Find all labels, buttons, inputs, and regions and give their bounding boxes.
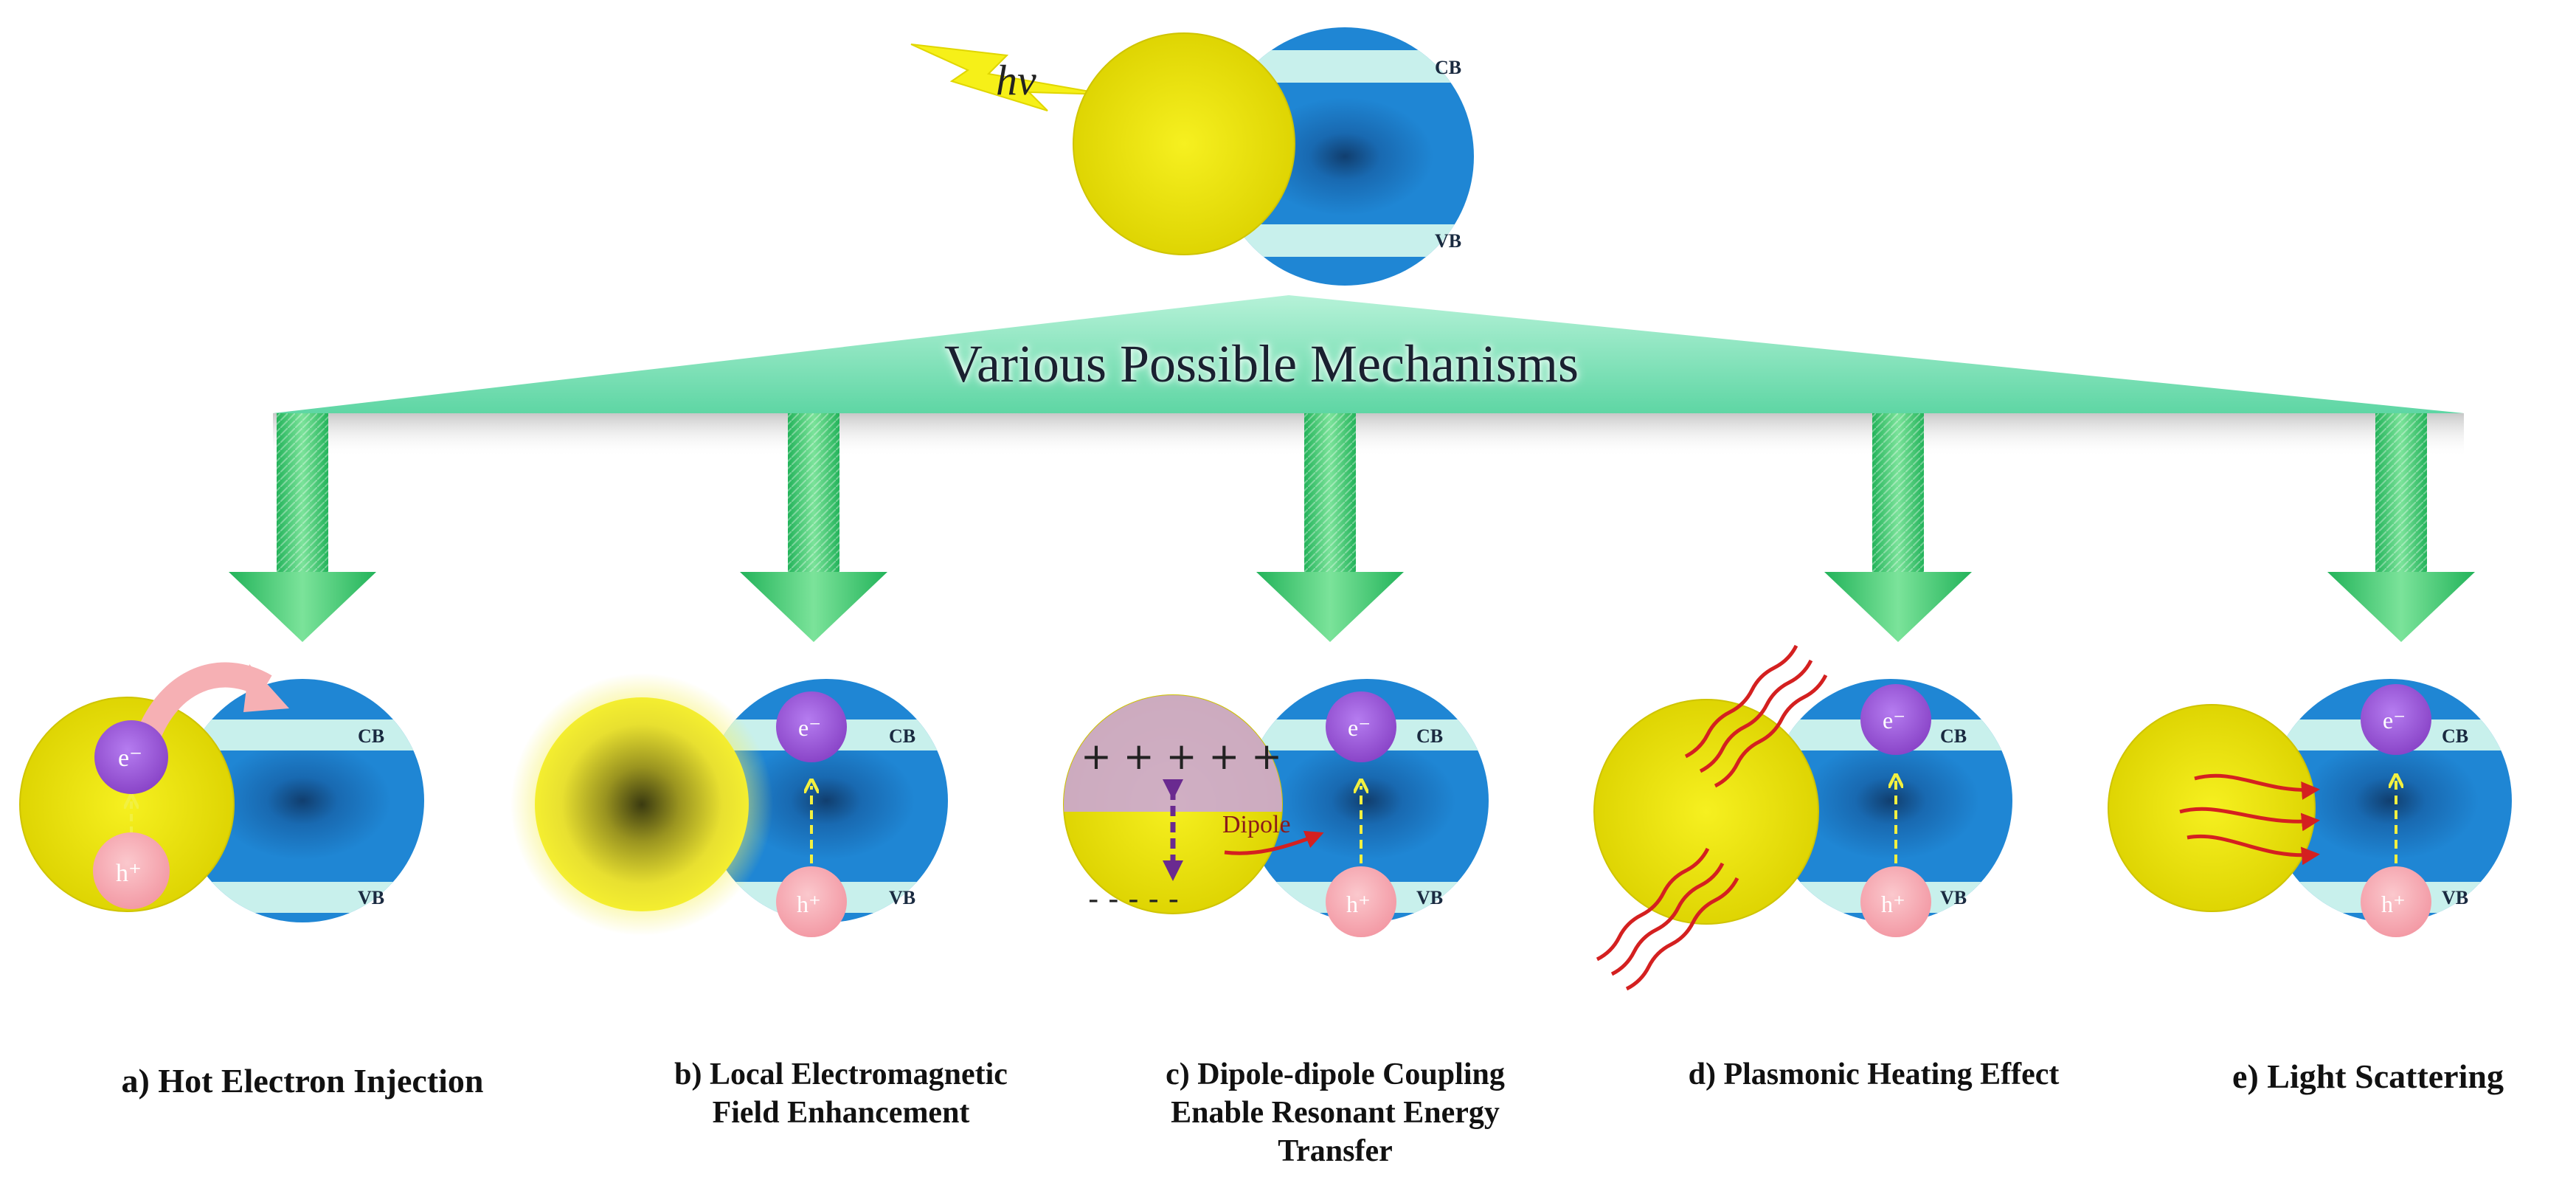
hole-label-d: h⁺	[1881, 891, 1905, 917]
hole-label-b: h⁺	[797, 891, 821, 917]
panel-b-local-field-enhancement: CB VB e⁻ h⁺	[510, 673, 948, 937]
panel-c-dipole-coupling: CB VB e⁻ h⁺ + + + + + - - - - - Dipole	[1063, 679, 1489, 937]
electron-c	[1326, 691, 1396, 762]
panel-e-light-scattering: CB VB e⁻ h⁺	[2108, 679, 2512, 937]
hole-label-c: h⁺	[1346, 891, 1371, 917]
hole-e	[2361, 866, 2431, 937]
positive-charge-cloud-c	[1064, 695, 1282, 812]
vb-label-b: VB	[889, 887, 915, 908]
cb-label: CB	[1435, 57, 1461, 78]
panel-d-plasmonic-heating: CB VB e⁻ h⁺	[1593, 644, 2012, 991]
vb-label: VB	[1435, 230, 1461, 252]
arrow-to-c	[1256, 413, 1404, 642]
top-hybrid: hν CB VB	[910, 27, 1474, 286]
semiconductor-a: CB VB	[181, 679, 424, 922]
cb-label-c: CB	[1416, 725, 1443, 747]
plus-charges-c: + + + + +	[1081, 735, 1282, 778]
cb-label-e: CB	[2442, 725, 2468, 747]
caption-c-line-2: Enable Resonant Energy	[1171, 1096, 1500, 1130]
electron-e	[2361, 684, 2431, 755]
electron-b	[776, 691, 847, 762]
photon-label: hν	[996, 56, 1036, 104]
lightning-bolt-icon	[910, 44, 1107, 111]
vb-label-d: VB	[1940, 887, 1967, 908]
caption-d: d) Plasmonic Heating Effect	[1623, 1055, 2125, 1094]
arrow-to-d	[1824, 413, 1972, 642]
arrow-to-e	[2327, 413, 2475, 642]
cb-label-b: CB	[889, 725, 915, 747]
arrow-to-b	[740, 413, 887, 642]
metal-nanoparticle-b	[535, 697, 749, 911]
green-arrows	[229, 413, 2475, 642]
electron-label-c: e⁻	[1348, 714, 1371, 741]
scattered-light-e	[2179, 773, 2320, 866]
hole-a	[93, 832, 170, 909]
hole-c	[1326, 866, 1396, 937]
panel-a-hot-electron-injection: CB VB e⁻ h⁺	[19, 662, 424, 922]
electron-label-a: e⁻	[118, 745, 142, 772]
semiconductor-b: CB VB e⁻ h⁺	[704, 679, 948, 937]
semiconductor-c: CB VB e⁻ h⁺	[1245, 679, 1489, 937]
injection-arrowhead-a	[243, 664, 289, 712]
energy-transfer-arrow-c	[1224, 830, 1324, 855]
electron-label-d: e⁻	[1883, 707, 1905, 734]
heat-waves-top-d	[1684, 644, 1828, 788]
metal-nanoparticle-d	[1593, 699, 1819, 925]
minus-charges-c: - - - - -	[1088, 883, 1179, 917]
electron-label-b: e⁻	[798, 714, 821, 741]
semiconductor-e: CB VB e⁻ h⁺	[2268, 679, 2512, 937]
hole-d	[1860, 866, 1931, 937]
cb-label-a: CB	[358, 725, 384, 747]
dipole-label-c: Dipole	[1222, 811, 1291, 838]
caption-c-line-1: c) Dipole-dipole Coupling	[1166, 1057, 1505, 1091]
mechanisms-banner	[273, 295, 2464, 458]
caption-c-line-3: Transfer	[1278, 1134, 1393, 1168]
caption-b-line-1: b) Local Electromagnetic	[674, 1057, 1008, 1091]
cb-label-d: CB	[1940, 725, 1967, 747]
arrow-to-a	[229, 413, 376, 642]
electron-d	[1860, 684, 1931, 755]
top-metal-nanoparticle	[1073, 32, 1295, 255]
vb-label-c: VB	[1416, 887, 1443, 908]
hole-b	[776, 866, 847, 937]
caption-d-line-1: d) Plasmonic Heating Effect	[1688, 1057, 2060, 1091]
electron-label-e: e⁻	[2383, 707, 2406, 734]
caption-c: c) Dipole-dipole Coupling Enable Resonan…	[1099, 1055, 1571, 1170]
caption-e-line-1: e) Light Scattering	[2232, 1057, 2504, 1095]
caption-a-line-1: a) Hot Electron Injection	[121, 1062, 484, 1100]
caption-b-line-2: Field Enhancement	[712, 1096, 970, 1130]
hole-label-a: h⁺	[116, 860, 142, 887]
electron-a	[94, 720, 168, 794]
vb-label-a: VB	[358, 887, 384, 908]
valence-band	[1216, 224, 1474, 257]
caption-b: b) Local Electromagnetic Field Enhanceme…	[605, 1055, 1077, 1132]
vb-label-e: VB	[2442, 887, 2468, 908]
hole-label-e: h⁺	[2381, 891, 2406, 917]
caption-e: e) Light Scattering	[2176, 1057, 2560, 1097]
diagram-title: Various Possible Mechanisms	[944, 334, 1579, 393]
caption-a: a) Hot Electron Injection	[30, 1061, 575, 1101]
heat-waves-bottom-d	[1596, 847, 1739, 991]
